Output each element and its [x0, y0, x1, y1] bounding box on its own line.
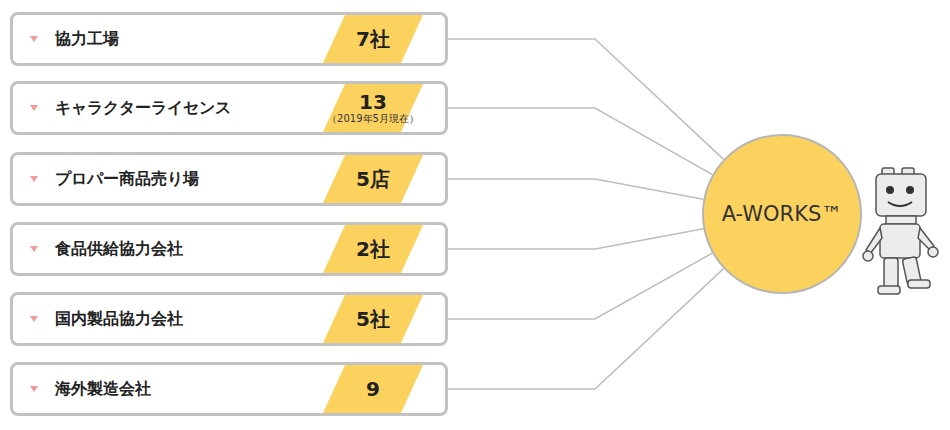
connector-line [448, 253, 712, 319]
hub-label: A-WORKS™ [722, 202, 843, 226]
connector-line [448, 269, 724, 389]
marker-triangle [30, 36, 38, 42]
tag-fill [323, 225, 423, 273]
connector-line [448, 229, 703, 249]
count-number: 13 [359, 92, 387, 113]
count-tag: 7社 [323, 15, 423, 63]
category-box: 協力工場 7社 [10, 12, 448, 66]
connector-line [448, 108, 712, 175]
marker-triangle [30, 316, 38, 322]
category-box: プロパー商品売り場 5店 [10, 152, 448, 206]
hub-circle: A-WORKS™ [702, 134, 862, 294]
tag-fill [323, 155, 423, 203]
category-box: 国内製品協力会社 5社 [10, 292, 448, 346]
connector-line [448, 179, 703, 199]
marker-triangle [30, 246, 38, 252]
count-number: 7社 [356, 29, 390, 50]
category-label: 国内製品協力会社 [55, 309, 183, 330]
tag-fill [323, 365, 423, 413]
marker-triangle [30, 176, 38, 182]
count-tag: 5店 [323, 155, 423, 203]
tag-fill [323, 84, 423, 132]
category-box: キャラクターライセンス 13（2019年5月現在） [10, 81, 448, 135]
count-number: 2社 [356, 239, 390, 260]
tag-fill [323, 295, 423, 343]
count-tag: 5社 [323, 295, 423, 343]
category-label: キャラクターライセンス [55, 98, 231, 119]
count-tag: 13（2019年5月現在） [323, 84, 423, 132]
count-number: 9 [366, 379, 380, 400]
count-tag: 2社 [323, 225, 423, 273]
category-label: 海外製造会社 [55, 379, 151, 400]
tag-fill [323, 15, 423, 63]
count-tag: 9 [323, 365, 423, 413]
count-number: 5社 [356, 309, 390, 330]
category-label: プロパー商品売り場 [55, 169, 199, 190]
count-number: 5店 [356, 169, 390, 190]
category-box: 海外製造会社 9 [10, 362, 448, 416]
connector-line [448, 39, 724, 159]
date-note: （2019年5月現在） [327, 113, 419, 124]
robot-mascot [858, 162, 948, 302]
category-label: 協力工場 [55, 29, 119, 50]
category-label: 食品供給協力会社 [55, 239, 183, 260]
marker-triangle [30, 105, 38, 111]
category-box: 食品供給協力会社 2社 [10, 222, 448, 276]
marker-triangle [30, 386, 38, 392]
